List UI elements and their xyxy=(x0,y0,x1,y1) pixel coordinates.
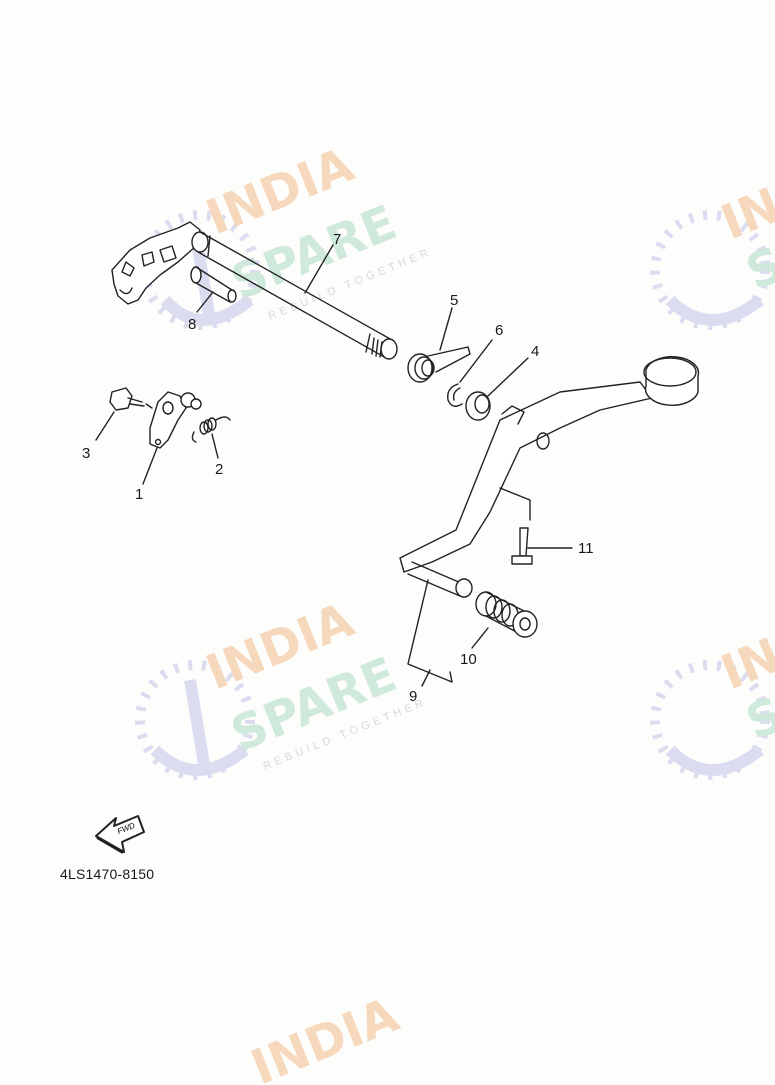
callout-3: 3 xyxy=(82,445,91,462)
callout-8: 8 xyxy=(188,316,197,333)
fwd-arrow-icon xyxy=(95,815,145,854)
part-7-shift-shaft xyxy=(111,221,398,360)
callout-2: 2 xyxy=(215,461,224,478)
callout-5: 5 xyxy=(450,292,459,309)
part-9-shift-pedal xyxy=(399,356,700,687)
callout-9: 9 xyxy=(409,688,418,705)
part-6-circlip xyxy=(447,339,493,407)
callout-4: 4 xyxy=(531,343,540,360)
part-4-washer xyxy=(465,357,529,421)
part-3-bolt xyxy=(95,387,153,441)
part-1-stopper-lever xyxy=(142,391,202,485)
callout-1: 1 xyxy=(135,486,144,503)
part-11-bolt xyxy=(511,527,573,565)
part-2-spring xyxy=(191,416,231,459)
callout-10: 10 xyxy=(460,651,477,668)
callout-7: 7 xyxy=(333,231,342,248)
callout-6: 6 xyxy=(495,322,504,339)
diagram-code: 4LS1470-8150 xyxy=(60,866,155,882)
part-5-spring xyxy=(407,307,471,383)
part-10-rubber xyxy=(471,591,538,649)
callout-11: 11 xyxy=(578,540,594,557)
part-8-pin xyxy=(190,266,237,313)
